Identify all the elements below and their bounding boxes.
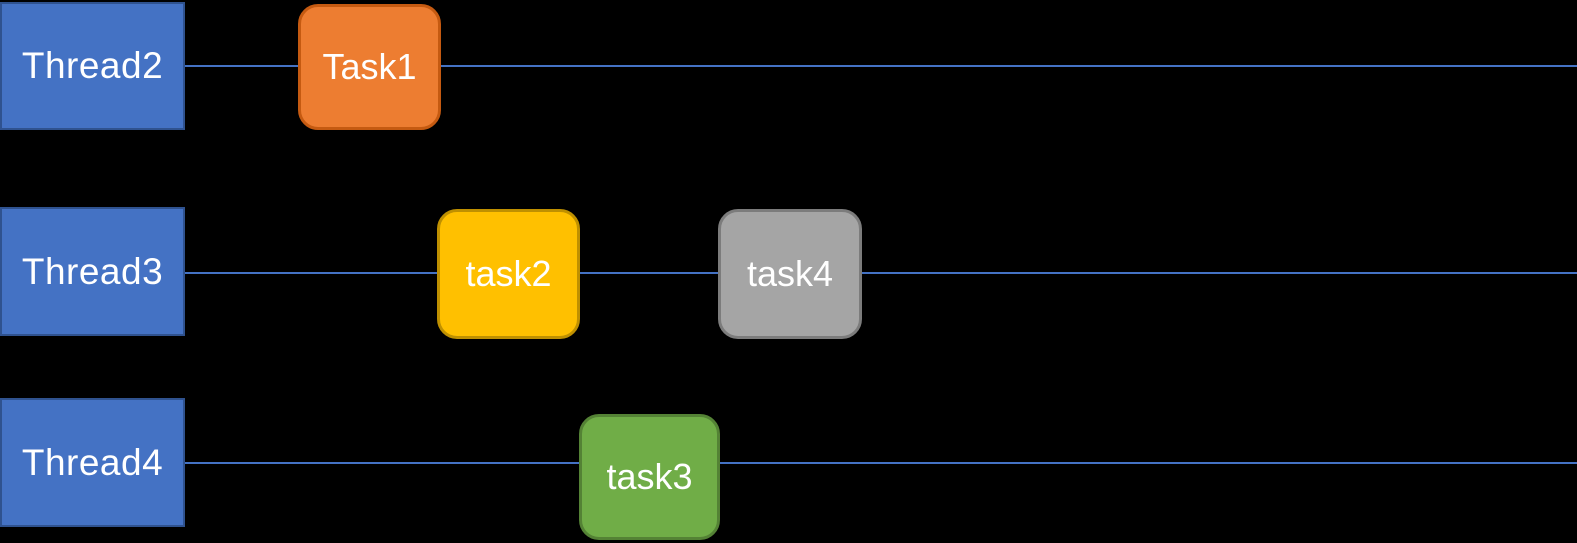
- task2-label: task2: [465, 253, 552, 294]
- task4-label: task4: [746, 253, 834, 294]
- task-box-task1: Task1: [298, 4, 441, 130]
- task-box-task4: task4: [718, 209, 862, 339]
- task-box-task3: task3: [579, 414, 720, 540]
- thread-box-thread2: Thread2: [0, 2, 185, 130]
- thread4-label: Thread4: [21, 441, 164, 483]
- task3-label: task3: [606, 456, 693, 497]
- thread2-label: Thread2: [21, 45, 164, 86]
- thread-box-thread3: Thread3: [0, 207, 185, 336]
- thread2-timeline: [0, 65, 1577, 67]
- thread3-label: Thread3: [21, 250, 164, 292]
- thread4-timeline: [0, 462, 1577, 464]
- task-box-task2: task2: [437, 209, 580, 339]
- thread-box-thread4: Thread4: [0, 398, 185, 527]
- task1-label: Task1: [322, 46, 417, 87]
